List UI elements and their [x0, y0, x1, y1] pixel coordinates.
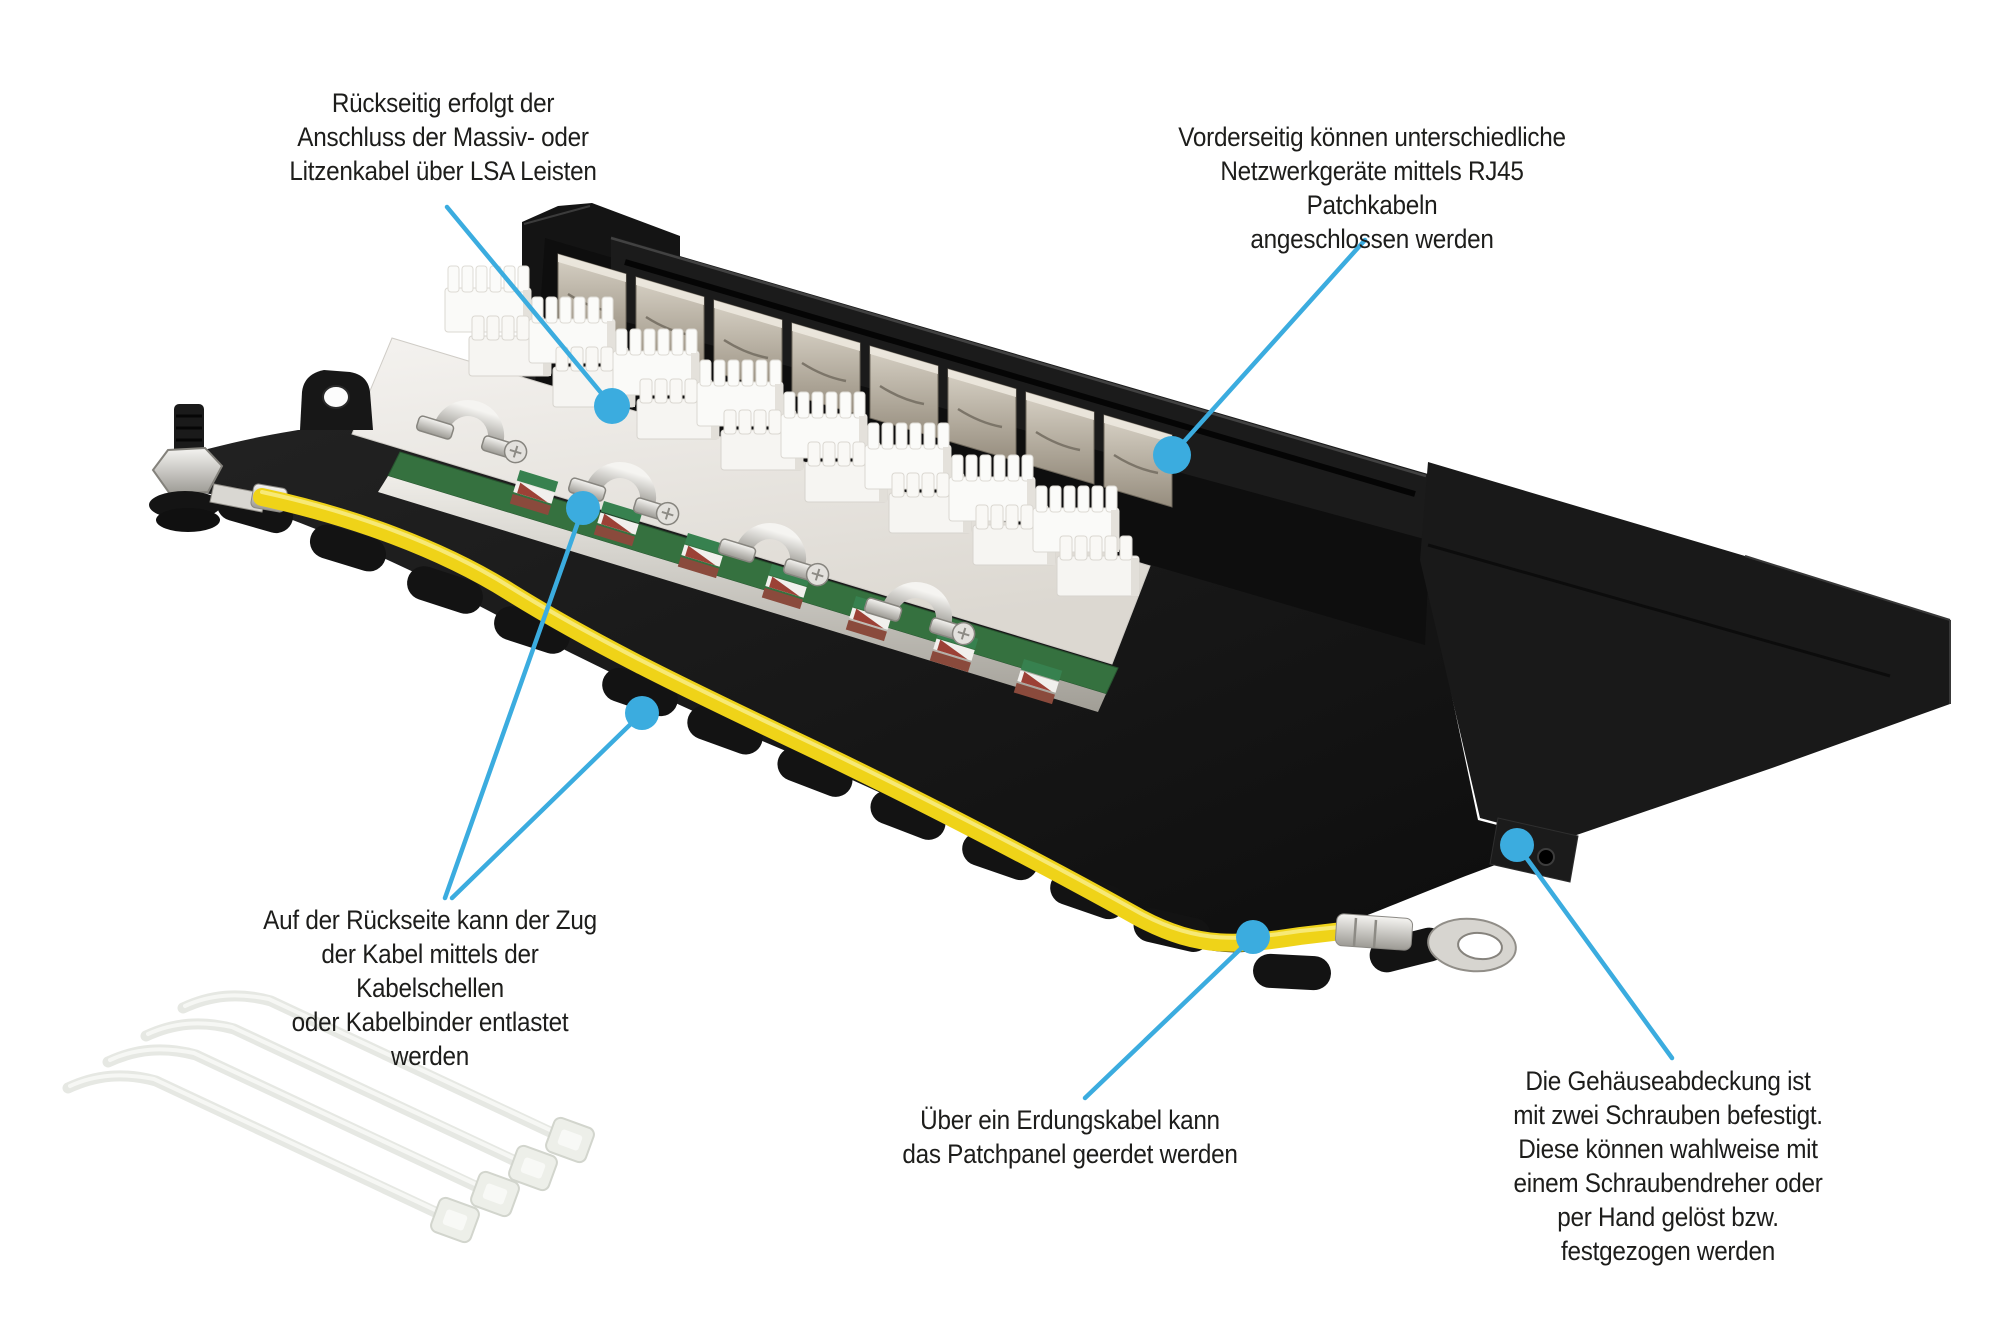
callout-dot-finger	[625, 696, 659, 730]
cover-groove	[624, 259, 1416, 497]
callout-line-clamp	[442, 505, 586, 901]
cover-top-highlight	[610, 236, 1427, 478]
crimp-ridges	[1352, 917, 1378, 949]
cover-fold-line	[1427, 543, 1891, 678]
callout-line-finger	[449, 710, 645, 901]
grounding-cable	[253, 488, 1351, 952]
annotation-grounding: Über ein Erdungskabel kann das Patchpane…	[902, 1105, 1238, 1169]
callout-dot-rj45	[1153, 436, 1191, 474]
mounting-ear-hole	[322, 385, 350, 409]
callout-line-lsa	[444, 204, 615, 409]
grounding-cable-highlight	[260, 490, 1342, 940]
callout-dot-lsa	[594, 388, 630, 424]
cover-wall-edge	[1744, 555, 1951, 704]
callout-dot-cover-screw	[1500, 828, 1534, 862]
panel-front-edge	[378, 476, 1106, 712]
annotation-lsa: Rückseitig erfolgt der Anschluss der Mas…	[289, 88, 597, 186]
ground-washer-2	[156, 508, 220, 532]
cover-screw-hole	[1537, 848, 1555, 866]
annotation-strain-relief: Auf der Rückseite kann der Zug der Kabel…	[263, 905, 597, 1071]
cover-tab-highlight	[523, 205, 591, 225]
callout-lines	[442, 204, 1675, 1101]
callout-dot-grounding	[1236, 920, 1270, 954]
callout-line-grounding	[1082, 934, 1256, 1101]
cover-right-wing	[1420, 462, 1950, 840]
callout-line-rj45	[1169, 237, 1368, 458]
ground-hex-nut	[151, 446, 224, 496]
ring-terminal-right-hole	[1457, 931, 1503, 961]
callout-dot-clamp	[566, 491, 600, 525]
cover-back-wall	[611, 236, 1428, 540]
annotation-cover-screws: Die Gehäuseabdeckung ist mit zwei Schrau…	[1513, 1066, 1823, 1266]
callout-dots	[566, 388, 1534, 954]
callout-line-cover-screw	[1514, 842, 1675, 1061]
screw-thread-lines	[176, 414, 202, 442]
annotation-rj45: Vorderseitig können unterschiedliche Net…	[1178, 122, 1566, 254]
